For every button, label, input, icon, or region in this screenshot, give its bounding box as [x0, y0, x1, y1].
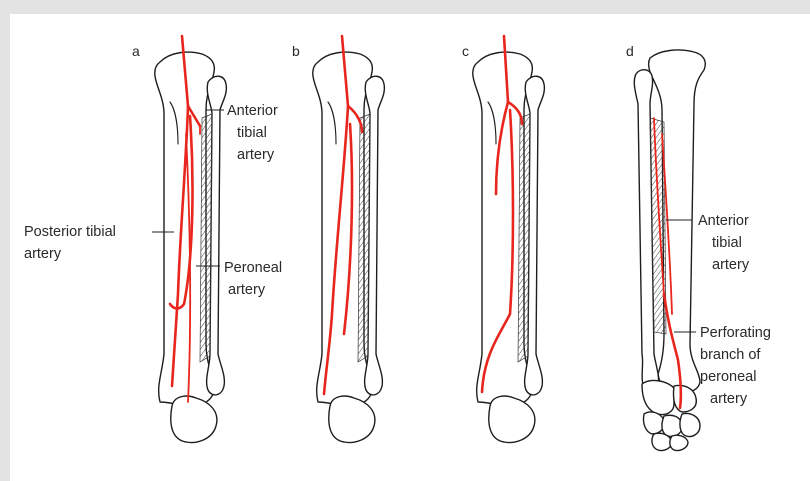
label-line: artery [24, 246, 62, 262]
interosseous-membrane-c [518, 114, 530, 362]
foot-bones-b [329, 396, 375, 442]
panel-b: b [292, 36, 384, 442]
panel-letter-b: b [292, 43, 300, 59]
panel-letter-c: c [462, 43, 469, 59]
lower-leg-arteries-diagram: a b [10, 14, 810, 481]
label-line: branch of [700, 347, 761, 363]
label-line: Peroneal [224, 260, 282, 276]
panel-a: a [132, 36, 226, 442]
label-line: artery [237, 147, 275, 163]
label-line: Anterior [227, 103, 278, 119]
label-line: peroneal [700, 369, 756, 385]
foot-bones-a [171, 396, 217, 442]
label-line: Posterior tibial [24, 224, 116, 240]
label-posterior-tibial-artery: Posterior tibial artery [24, 224, 174, 262]
panel-letter-a: a [132, 43, 140, 59]
label-line: tibial [237, 125, 267, 141]
label-line: artery [712, 257, 750, 273]
label-line: Anterior [698, 213, 749, 229]
panel-letter-d: d [626, 43, 634, 59]
foot-bones-c [489, 396, 535, 442]
panel-c: c [462, 36, 544, 442]
panel-d: d [626, 43, 705, 451]
foot-bones-d [642, 381, 700, 451]
interosseous-membrane-b [358, 114, 370, 362]
figure-panel: a b [10, 14, 810, 481]
label-line: tibial [712, 235, 742, 251]
label-line: Perforating [700, 325, 771, 341]
interosseous-membrane-a [200, 114, 212, 362]
label-line: artery [228, 282, 266, 298]
label-line: artery [710, 391, 748, 407]
